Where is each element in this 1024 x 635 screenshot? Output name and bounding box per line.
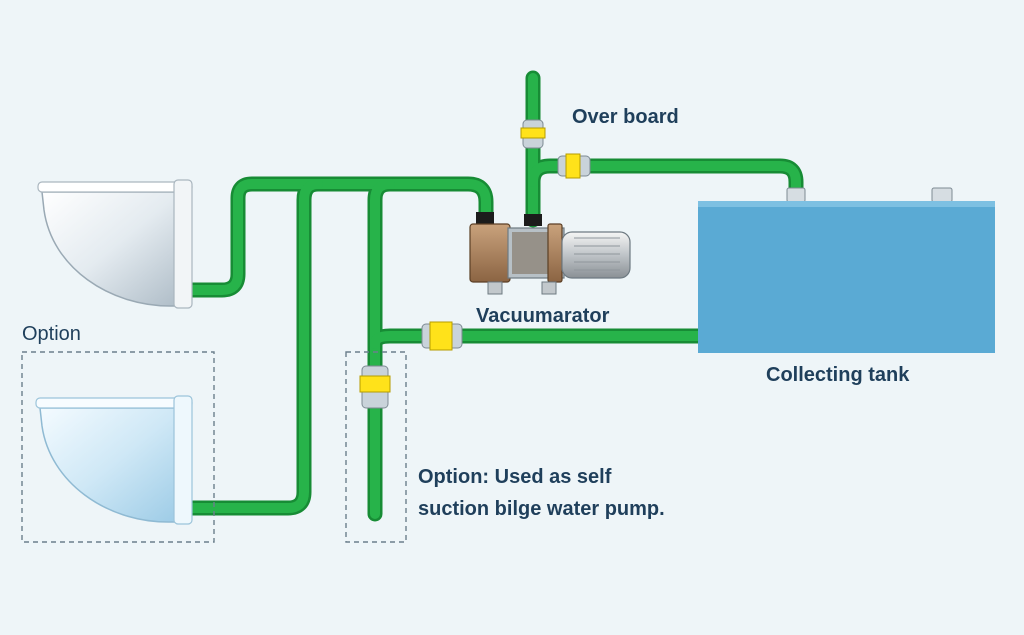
pipe-segment <box>187 179 323 513</box>
label-vacuumarator: Vacuumarator <box>476 305 610 327</box>
label-over-board: Over board <box>572 106 679 128</box>
vacuumarator-pump <box>469 212 631 295</box>
toilet-bowl <box>37 179 193 309</box>
label-option-note-line2: suction bilge water pump. <box>418 498 665 520</box>
pipe-network <box>182 70 804 522</box>
collecting-tank <box>698 187 995 353</box>
label-collecting-tank: Collecting tank <box>766 364 910 386</box>
valve-tank-return <box>421 321 463 351</box>
option-toilet-box <box>21 351 215 543</box>
pipe-segment <box>185 179 491 295</box>
valve-tank-feed <box>557 153 591 179</box>
valve-bilge <box>359 365 391 409</box>
pipe-segment <box>370 179 395 519</box>
pipe-segment <box>528 161 801 203</box>
valve-overboard <box>520 119 546 149</box>
label-option-note-line1: Option: Used as self <box>418 466 612 488</box>
label-option-note: Option: Used as self suction bilge water… <box>418 461 665 525</box>
option-toilet-bowl <box>35 395 193 525</box>
pipe-segment <box>370 331 703 349</box>
option-bilge-box <box>345 351 407 543</box>
label-option: Option <box>22 323 81 345</box>
